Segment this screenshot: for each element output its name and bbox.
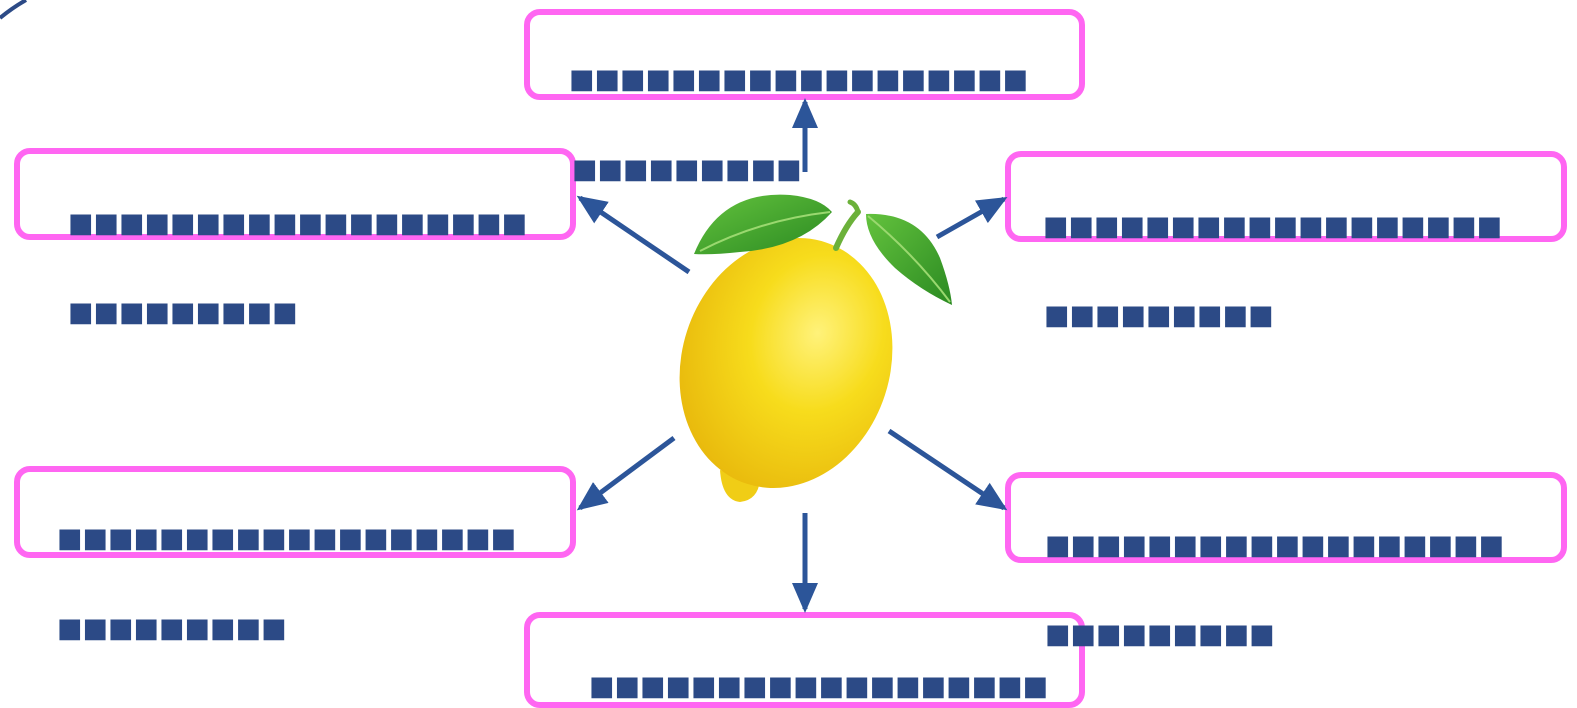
dotted-line-left-2: ■■■■■■■■■	[57, 613, 287, 644]
box-upper-right-answer-line: ■■■■■■■■■■■■■■■■■■	[1043, 211, 1503, 242]
box-lower-right	[1005, 472, 1567, 563]
box-lower-left-answer-line: ■■■■■■■■■■■■■■■■■■	[57, 523, 517, 554]
dotted-line-right-2: ■■■■■■■■■	[1045, 619, 1275, 650]
box-upper-left-answer-line: ■■■■■■■■■■■■■■■■■■	[68, 208, 528, 239]
box-bottom	[524, 612, 1085, 708]
dotted-line-left-1: ■■■■■■■■■	[68, 297, 298, 328]
dotted-line-right-1: ■■■■■■■■■	[1044, 300, 1274, 331]
box-upper-right	[1005, 151, 1567, 242]
arrow-upper-right	[935, 196, 1008, 240]
arrow-upper-left	[576, 195, 691, 275]
lemon-image	[679, 194, 952, 502]
box-top	[524, 9, 1085, 100]
box-top-answer-line: ■■■■■■■■■■■■■■■■■■	[569, 64, 1029, 95]
box-lower-right-answer-line: ■■■■■■■■■■■■■■■■■■	[1045, 530, 1505, 561]
box-bottom-answer-line: ■■■■■■■■■■■■■■■■■■	[589, 671, 1049, 702]
arrow-lower-left	[576, 435, 676, 511]
box-upper-left	[14, 148, 576, 240]
corner-arc	[0, 0, 27, 20]
dotted-line-near-top-arrow: ■■■■■■■■■	[572, 154, 802, 185]
box-lower-left	[14, 466, 576, 558]
arrow-lower-right	[887, 428, 1008, 511]
